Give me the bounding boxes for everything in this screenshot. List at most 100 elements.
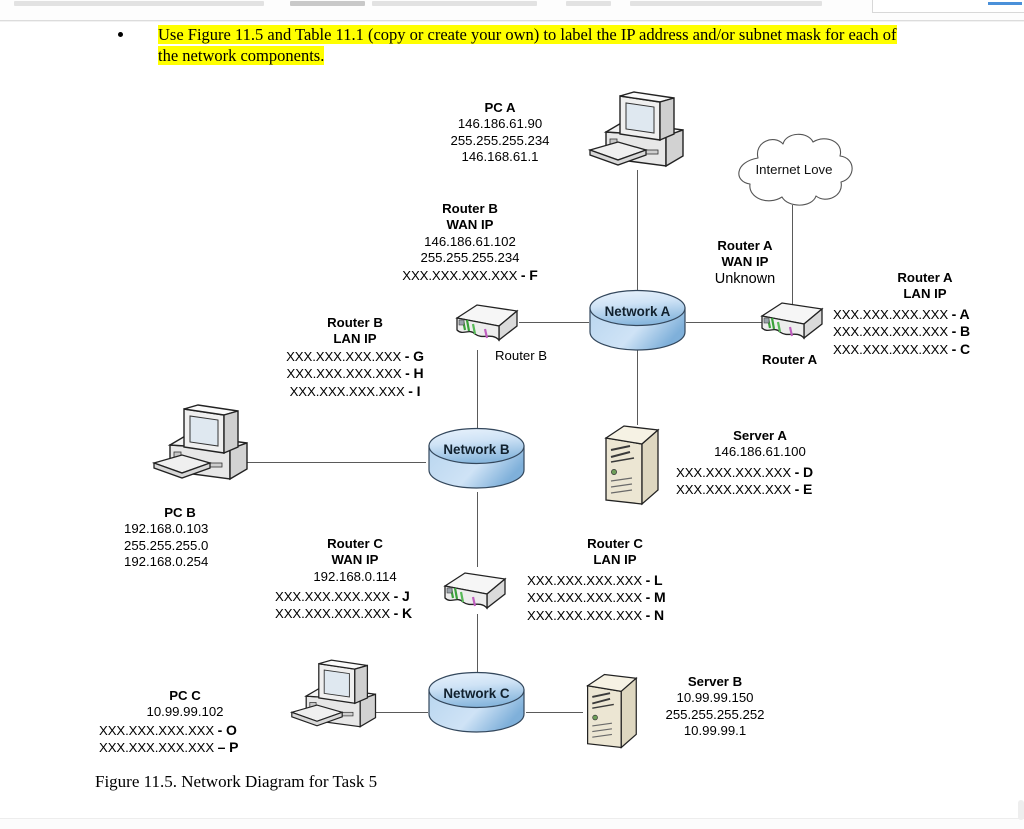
placeholder-tag: - H bbox=[405, 365, 424, 382]
router-c-lan-heading: Router C LAN IP bbox=[520, 536, 710, 569]
router-b-wan-title: Router B bbox=[442, 201, 498, 216]
pc-c-placeholder-o: XXX.XXX.XXX.XXX - O bbox=[99, 722, 238, 739]
pc-a-icon bbox=[587, 91, 688, 174]
placeholder-value: XXX.XXX.XXX.XXX bbox=[99, 740, 215, 756]
pc-a-gateway: 146.168.61.1 bbox=[461, 149, 539, 165]
pc-c-title: PC C bbox=[169, 688, 201, 703]
router-a-lan-title: Router A bbox=[897, 270, 953, 285]
pc-c-ip: 10.99.99.102 bbox=[146, 704, 224, 720]
router-a-lan-block: XXX.XXX.XXX.XXX - A XXX.XXX.XXX.XXX - B … bbox=[833, 306, 970, 358]
placeholder-value: XXX.XXX.XXX.XXX bbox=[402, 267, 518, 283]
placeholder-tag: - K bbox=[393, 605, 412, 622]
pc-c-placeholder-p: XXX.XXX.XXX.XXX – P bbox=[99, 739, 238, 756]
pc-a-ip: 146.186.61.90 bbox=[457, 116, 543, 132]
router-c-wan-placeholder-k: XXX.XXX.XXX.XXX - K bbox=[275, 605, 412, 622]
router-c-wan-title: Router C bbox=[327, 536, 383, 551]
toolbar-divider-shadow bbox=[0, 21, 1024, 22]
scrollbar-thumb[interactable] bbox=[1018, 800, 1024, 820]
router-a-wan-title: Router A bbox=[717, 238, 773, 253]
toolbar-placeholder-5 bbox=[630, 1, 822, 6]
router-a-lan-placeholder-b: XXX.XXX.XXX.XXX - B bbox=[833, 323, 970, 340]
placeholder-tag: - M bbox=[645, 589, 666, 606]
placeholder-value: XXX.XXX.XXX.XXX bbox=[275, 606, 391, 622]
router-c-lan-placeholder-l: XXX.XXX.XXX.XXX - L bbox=[527, 572, 666, 589]
router-c-lan-block: XXX.XXX.XXX.XXX - L XXX.XXX.XXX.XXX - M … bbox=[527, 572, 666, 624]
pc-c-heading: PC C 10.99.99.102 bbox=[90, 688, 280, 721]
router-b-lan-block: Router B LAN IP XXX.XXX.XXX.XXX - G XXX.… bbox=[240, 315, 470, 400]
link-pcb-networkb bbox=[232, 462, 426, 463]
router-c-wan-placeholder-j: XXX.XXX.XXX.XXX - J bbox=[275, 588, 412, 605]
pc-b-title: PC B bbox=[164, 505, 196, 520]
router-a-lan-subtitle: LAN IP bbox=[903, 286, 947, 302]
link-networka-routera bbox=[686, 322, 764, 323]
link-pcc-networkc bbox=[372, 712, 428, 713]
network-b-cylinder: Network B bbox=[428, 427, 525, 490]
placeholder-value: XXX.XXX.XXX.XXX bbox=[833, 341, 949, 357]
placeholder-value: XXX.XXX.XXX.XXX bbox=[286, 366, 402, 382]
link-routerc-networkc bbox=[477, 614, 478, 672]
router-a-device-label: Router A bbox=[762, 352, 818, 367]
placeholder-value: XXX.XXX.XXX.XXX bbox=[99, 723, 215, 738]
server-a-title: Server A bbox=[733, 428, 787, 443]
router-b-lan-placeholder-h: XXX.XXX.XXX.XXX - H bbox=[240, 365, 470, 382]
router-b-lan-placeholder-i: XXX.XXX.XXX.XXX - I bbox=[240, 383, 470, 400]
router-b-lan-title: Router B bbox=[327, 315, 383, 330]
toolbar-placeholder-2 bbox=[290, 1, 365, 6]
placeholder-value: XXX.XXX.XXX.XXX bbox=[833, 307, 949, 322]
pc-b-ip: 192.168.0.103 bbox=[124, 521, 209, 537]
router-a-lan-placeholder-a: XXX.XXX.XXX.XXX - A bbox=[833, 306, 970, 323]
pc-a-label: PC A 146.186.61.90 255.255.255.234 146.1… bbox=[400, 100, 600, 166]
instruction-text: Use Figure 11.5 and Table 11.1 (copy or … bbox=[158, 25, 897, 65]
router-b-wan-placeholder-f: XXX.XXX.XXX.XXX - F bbox=[330, 267, 610, 284]
server-a-icon bbox=[600, 424, 662, 506]
placeholder-value: XXX.XXX.XXX.XXX bbox=[676, 465, 792, 480]
placeholder-tag: - E bbox=[794, 481, 813, 498]
placeholder-tag: - I bbox=[408, 382, 421, 399]
placeholder-tag: - N bbox=[645, 606, 664, 623]
figure-caption: Figure 11.5. Network Diagram for Task 5 bbox=[95, 772, 378, 791]
router-c-lan-placeholder-m: XXX.XXX.XXX.XXX - M bbox=[527, 589, 666, 606]
router-b-wan-mask: 255.255.255.234 bbox=[420, 250, 520, 266]
network-c-cylinder: Network C bbox=[428, 671, 525, 734]
router-b-lan-subtitle: LAN IP bbox=[333, 331, 377, 347]
server-b-mask: 255.255.255.252 bbox=[665, 706, 765, 722]
placeholder-tag: - D bbox=[794, 464, 813, 480]
toolbar-placeholder-1 bbox=[14, 1, 264, 6]
placeholder-tag: - B bbox=[951, 323, 970, 340]
toolbar-placeholder-3 bbox=[372, 1, 537, 6]
router-c-wan-block: XXX.XXX.XXX.XXX - J XXX.XXX.XXX.XXX - K bbox=[275, 588, 412, 623]
pc-a-mask: 255.255.255.234 bbox=[450, 132, 550, 148]
router-c-wan-heading: Router C WAN IP 192.168.0.114 bbox=[265, 536, 445, 585]
placeholder-value: XXX.XXX.XXX.XXX bbox=[286, 348, 402, 364]
router-b-wan-subtitle: WAN IP bbox=[446, 217, 494, 233]
placeholder-tag: - G bbox=[404, 347, 424, 364]
server-a-placeholder-d: XXX.XXX.XXX.XXX - D bbox=[676, 464, 813, 481]
router-c-wan-ip: 192.168.0.114 bbox=[313, 568, 397, 584]
router-c-wan-subtitle: WAN IP bbox=[331, 552, 379, 568]
network-a-cylinder: Network A bbox=[589, 289, 686, 352]
browser-toolbar-strip bbox=[0, 0, 1024, 22]
placeholder-tag: - O bbox=[217, 722, 237, 738]
toolbar-divider bbox=[0, 20, 1024, 21]
router-b-lan-placeholder-g: XXX.XXX.XXX.XXX - G bbox=[240, 348, 470, 365]
server-b-label: Server B 10.99.99.150 255.255.255.252 10… bbox=[630, 674, 800, 740]
link-pca-networka bbox=[637, 170, 638, 295]
router-b-device-label: Router B bbox=[495, 348, 548, 363]
pc-b-gateway: 192.168.0.254 bbox=[124, 554, 209, 570]
link-networkb-routerc bbox=[477, 492, 478, 567]
pc-b-label: PC B 192.168.0.103 255.255.255.0 192.168… bbox=[124, 505, 236, 571]
placeholder-value: XXX.XXX.XXX.XXX bbox=[527, 607, 643, 623]
pc-a-title: PC A bbox=[484, 100, 516, 115]
bullet-marker-icon bbox=[118, 32, 123, 37]
placeholder-tag: – P bbox=[217, 739, 239, 756]
page-bottom-shade bbox=[0, 819, 1024, 829]
toolbar-placeholder-4 bbox=[566, 1, 611, 6]
placeholder-tag: - F bbox=[520, 266, 538, 283]
router-a-lan-heading: Router A LAN IP bbox=[840, 270, 1010, 303]
server-b-gateway: 10.99.99.1 bbox=[683, 723, 747, 739]
router-a-lan-placeholder-c: XXX.XXX.XXX.XXX - C bbox=[833, 341, 970, 358]
placeholder-value: XXX.XXX.XXX.XXX bbox=[275, 589, 391, 604]
placeholder-value: XXX.XXX.XXX.XXX bbox=[676, 482, 792, 498]
page-bottom-divider bbox=[0, 818, 1024, 819]
